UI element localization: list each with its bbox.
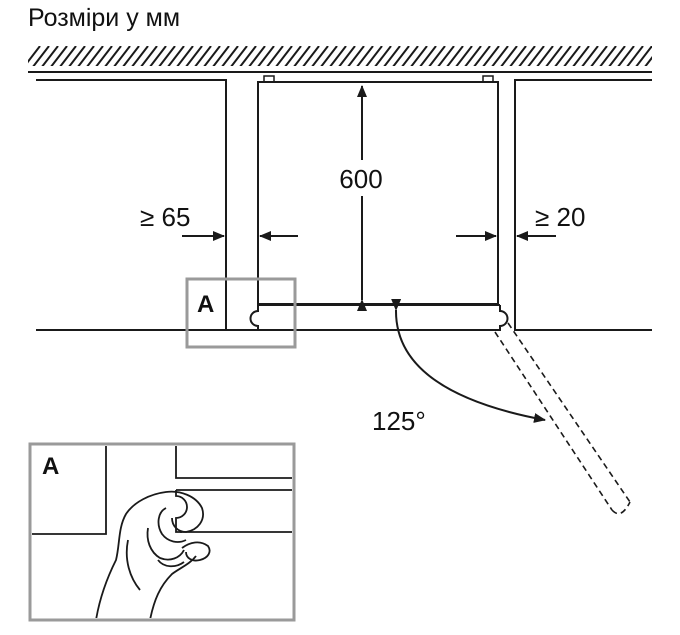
right-gap-dimension: ≥ 20 (456, 202, 585, 241)
detail-panel-label: A (42, 453, 59, 480)
detail-callout-label: A (197, 291, 214, 318)
door-angle-label: 125° (372, 406, 426, 436)
detail-wall (32, 446, 107, 535)
opened-door-outline (494, 322, 631, 515)
right-gap-label: ≥ 20 (535, 202, 585, 232)
left-gap-label: ≥ 65 (140, 202, 190, 232)
appliance-body (249, 75, 509, 331)
depth-dimension: 600 (332, 85, 390, 311)
diagram-title: Розміри у мм (28, 4, 180, 32)
depth-label: 600 (339, 164, 382, 194)
detail-appliance (175, 446, 292, 479)
hand-illustration (95, 490, 211, 618)
cabinet-walls (36, 79, 652, 331)
right-wall (514, 79, 652, 331)
door-angle-indicator: 125° (372, 298, 546, 436)
detail-panel: A (28, 442, 296, 622)
left-gap-dimension: ≥ 65 (140, 202, 298, 241)
ceiling-hatching (28, 46, 652, 73)
detail-callout-box: A (185, 277, 297, 349)
